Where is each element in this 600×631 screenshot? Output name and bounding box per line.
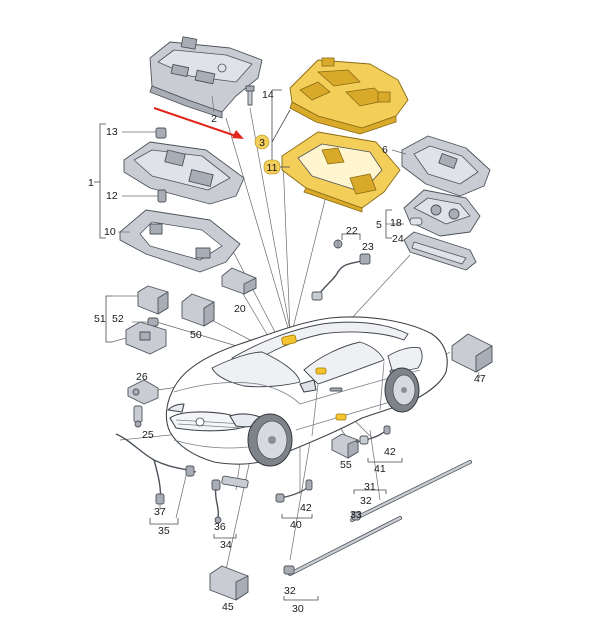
part-3-roof-module bbox=[289, 57, 409, 135]
callout-5: 5 bbox=[376, 219, 382, 231]
part-18-bulb bbox=[409, 217, 423, 226]
part-51-sensor bbox=[137, 285, 169, 315]
callout-3: 3 bbox=[254, 134, 270, 150]
svg-text:3: 3 bbox=[259, 137, 265, 149]
callout-33: 33 bbox=[350, 509, 362, 521]
callout-25: 25 bbox=[142, 429, 154, 441]
callout-26: 26 bbox=[136, 371, 148, 383]
part-5-reading-light bbox=[403, 189, 481, 237]
callout-1: 1 bbox=[88, 177, 94, 189]
part-25-sensor bbox=[133, 405, 143, 428]
part-11-frame bbox=[281, 131, 401, 213]
callout-34: 34 bbox=[220, 539, 232, 551]
part-51-bracket bbox=[125, 321, 167, 355]
car-illustration bbox=[165, 316, 448, 467]
callout-35: 35 bbox=[158, 525, 170, 537]
callout-14: 14 bbox=[262, 89, 274, 101]
part-34-wiring bbox=[211, 475, 249, 524]
part-12-clip bbox=[157, 189, 167, 203]
callout-labels: 2 14 13 1 12 10 6 5 18 24 22 23 20 51 52… bbox=[88, 89, 486, 615]
callout-50: 50 bbox=[190, 329, 202, 341]
callout-51: 51 bbox=[94, 313, 106, 325]
part-55-switch bbox=[331, 433, 359, 459]
callout-23: 23 bbox=[362, 241, 374, 253]
callout-32: 32 bbox=[360, 495, 372, 507]
part-47-module bbox=[451, 333, 493, 373]
callout-24: 24 bbox=[392, 233, 404, 245]
callout-22: 22 bbox=[346, 225, 358, 237]
part-50-module bbox=[181, 293, 215, 327]
callout-6: 6 bbox=[382, 144, 388, 156]
part-10-frame bbox=[119, 209, 241, 273]
part-13-nut bbox=[155, 127, 167, 139]
callout-36: 36 bbox=[214, 521, 226, 533]
callout-12: 12 bbox=[106, 190, 118, 202]
part-14-screw bbox=[245, 85, 255, 106]
callout-30: 30 bbox=[292, 603, 304, 615]
callout-20: 20 bbox=[234, 303, 246, 315]
callout-11: 11 bbox=[263, 159, 281, 175]
callout-13: 13 bbox=[106, 126, 118, 138]
callout-47: 47 bbox=[474, 373, 486, 385]
callout-31: 31 bbox=[364, 481, 376, 493]
callout-42b: 42 bbox=[300, 502, 312, 514]
callout-10: 10 bbox=[104, 226, 116, 238]
callout-40: 40 bbox=[290, 519, 302, 531]
part-2-roof-console bbox=[149, 36, 263, 119]
callout-18: 18 bbox=[390, 217, 402, 229]
part-6-cover bbox=[401, 135, 491, 197]
part-1-console bbox=[123, 141, 245, 205]
part-20-module bbox=[221, 267, 257, 295]
part-40-cable bbox=[275, 479, 313, 503]
callout-42a: 42 bbox=[384, 446, 396, 458]
callout-2: 2 bbox=[211, 113, 217, 125]
callout-32-lower: 32 bbox=[284, 585, 296, 597]
part-24-lens bbox=[403, 231, 477, 271]
red-arrow bbox=[153, 107, 244, 139]
svg-text:11: 11 bbox=[267, 162, 278, 174]
callout-41: 41 bbox=[374, 463, 386, 475]
part-41-cable bbox=[355, 425, 391, 445]
callout-45: 45 bbox=[222, 601, 234, 613]
part-31-strip bbox=[350, 460, 472, 522]
callout-55: 55 bbox=[340, 459, 352, 471]
callout-52: 52 bbox=[112, 313, 124, 325]
part-26-bracket bbox=[127, 379, 159, 405]
part-30-strip bbox=[283, 516, 402, 576]
part-45-module bbox=[209, 565, 249, 601]
callout-37: 37 bbox=[154, 506, 166, 518]
